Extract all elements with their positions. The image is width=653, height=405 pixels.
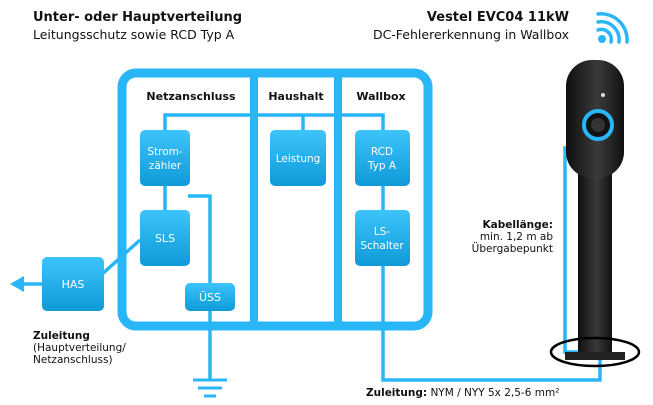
feed-arrow-icon <box>10 276 24 292</box>
svg-text:Strom-: Strom- <box>147 146 183 158</box>
svg-text:Schalter: Schalter <box>360 240 404 252</box>
distribution-frame <box>117 68 433 331</box>
wallbox-device <box>549 60 641 368</box>
svg-text:ÜSS: ÜSS <box>199 291 221 304</box>
header-left-subtitle: Leitungsschutz sowie RCD Typ A <box>33 27 235 42</box>
node-uess: ÜSS <box>185 283 235 311</box>
svg-text:SLS: SLS <box>155 232 175 245</box>
node-has: HAS <box>42 257 104 311</box>
node-rcd: RCD Typ A <box>355 130 410 186</box>
svg-text:HAS: HAS <box>62 278 85 291</box>
divider-left <box>250 75 258 325</box>
zuleitung-bottom-label: Zuleitung: NYM / NYY 5x 2,5-6 mm² <box>366 387 560 399</box>
header-right-title: Vestel EVC04 11kW <box>426 10 569 25</box>
header-left-title: Unter- oder Hauptverteilung <box>33 10 243 25</box>
wallbox-pillar <box>578 170 612 355</box>
svg-text:LS-: LS- <box>374 226 391 238</box>
section-haushalt: Haushalt <box>268 90 323 103</box>
svg-text:RCD: RCD <box>371 146 393 158</box>
node-ls-schalter: LS- Schalter <box>355 210 410 266</box>
cable-length-label: Kabellänge: min. 1,2 m ab Übergabepunkt <box>471 219 553 255</box>
svg-text:Leistung: Leistung <box>276 153 321 165</box>
zuleitung-left-label: Zuleitung (Hauptverteilung/ Netzanschlus… <box>33 330 126 366</box>
svg-text:Typ A: Typ A <box>367 160 397 172</box>
wifi-icon <box>592 10 632 48</box>
node-leistung: Leistung <box>270 130 326 186</box>
node-stromzaehler: Strom- zähler <box>140 130 190 186</box>
mounting-point-ellipse <box>549 336 641 368</box>
node-sls: SLS <box>140 210 190 266</box>
divider-right <box>334 75 342 325</box>
svg-text:zähler: zähler <box>149 160 182 172</box>
header-right-subtitle: DC-Fehlererkennung in Wallbox <box>372 27 569 42</box>
section-netzanschluss: Netzanschluss <box>146 90 236 103</box>
ground-icon <box>193 378 227 398</box>
section-wallbox: Wallbox <box>356 90 405 103</box>
